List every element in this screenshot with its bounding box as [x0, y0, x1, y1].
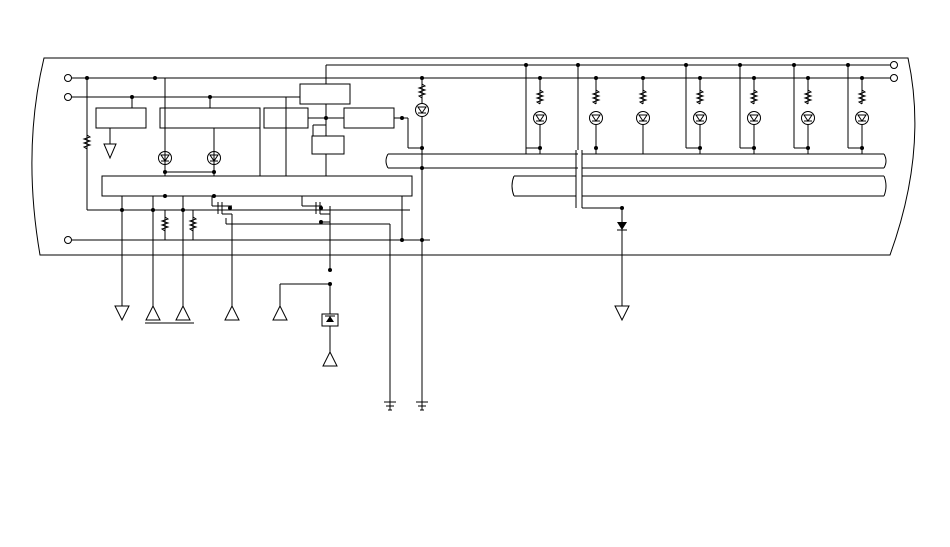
- junction-dot: [620, 206, 624, 210]
- junction-dot: [538, 76, 542, 80]
- junction-dot: [860, 76, 864, 80]
- module-box-2: [159, 107, 261, 129]
- junction-dot: [698, 76, 702, 80]
- junction-dot: [319, 206, 323, 210]
- junction-dot: [319, 220, 323, 224]
- driver-area: [121, 196, 391, 410]
- control-modules: [95, 83, 395, 155]
- terminal-left-3: [64, 236, 72, 244]
- arrow-up-icon: [272, 304, 288, 321]
- ground-symbols: [384, 401, 428, 411]
- module-box-1: [95, 107, 147, 129]
- junction-dot: [594, 146, 598, 150]
- diode-icon: [617, 222, 627, 230]
- right-diode: [617, 222, 627, 231]
- junction-dot: [153, 76, 157, 80]
- junction-dot: [594, 76, 598, 80]
- arrow-down-icon: [114, 305, 130, 322]
- module-box-5: [343, 107, 395, 129]
- lamps: [158, 78, 869, 172]
- connector-arrows: [103, 143, 630, 367]
- bus-bar-lower-left: [101, 175, 413, 197]
- resistor-icon: [188, 216, 198, 232]
- lamp-icon: [801, 111, 815, 125]
- arrow-up-icon: [145, 304, 161, 321]
- junction-dot: [538, 146, 542, 150]
- junction-dot: [420, 76, 424, 80]
- connector-terminals: [64, 61, 898, 244]
- arrow-down-icon: [614, 305, 630, 322]
- junction-dot: [400, 238, 404, 242]
- bus-bars: [101, 150, 887, 208]
- junction-dot: [324, 116, 328, 120]
- junction-dot: [328, 282, 332, 286]
- ground-icon: [416, 401, 428, 411]
- junction-dot: [738, 63, 742, 67]
- junction-dot: [328, 268, 332, 272]
- lamp-icon: [589, 111, 603, 125]
- ground-icon: [384, 401, 396, 411]
- junction-dot: [641, 76, 645, 80]
- module-box-4: [299, 83, 351, 105]
- resistors: [82, 83, 867, 232]
- junctions: [85, 63, 864, 286]
- arrow-up-icon: [175, 304, 191, 321]
- junction-dot: [212, 170, 216, 174]
- module-box-6: [311, 135, 345, 155]
- bus-bar-mid-right: [582, 153, 887, 169]
- junction-dot: [752, 76, 756, 80]
- lamp-icon: [855, 111, 869, 125]
- junction-dot: [420, 146, 424, 150]
- junction-dot: [860, 146, 864, 150]
- lamp-icon: [693, 111, 707, 125]
- junction-dot: [400, 116, 404, 120]
- junction-dot: [752, 146, 756, 150]
- junction-dot: [792, 63, 796, 67]
- junction-dot: [846, 63, 850, 67]
- arrow-up-icon: [224, 304, 240, 321]
- junction-dot: [120, 208, 124, 212]
- terminal-right-2: [890, 74, 898, 82]
- lamp-icon: [533, 111, 547, 125]
- junction-dot: [698, 146, 702, 150]
- resistor-icon: [160, 216, 170, 232]
- bus-bar-mid-left: [385, 153, 578, 169]
- junction-dot: [151, 208, 155, 212]
- junction-dot: [806, 76, 810, 80]
- junction-dot: [208, 95, 212, 99]
- junction-dot: [524, 63, 528, 67]
- terminal-left-2: [64, 93, 72, 101]
- lamp-icon: [415, 103, 429, 117]
- junction-dot: [85, 76, 89, 80]
- junction-dot: [806, 146, 810, 150]
- junction-dot: [420, 166, 424, 170]
- terminal-right-1: [890, 61, 898, 69]
- arrow-up-icon: [322, 350, 338, 367]
- junction-dot: [163, 170, 167, 174]
- junction-dot: [228, 206, 232, 210]
- lamp-icon: [747, 111, 761, 125]
- junction-dot: [212, 194, 216, 198]
- junction-dot: [181, 208, 185, 212]
- bus-bar-lower-right: [582, 175, 887, 197]
- right-wiring: [525, 65, 862, 306]
- diode-icon: [326, 316, 334, 322]
- junction-dot: [130, 95, 134, 99]
- bus-bar-lower-mid: [511, 175, 576, 197]
- terminal-left-1: [64, 74, 72, 82]
- junction-dot: [576, 63, 580, 67]
- harness-outline: [31, 57, 916, 256]
- diode-block: [321, 313, 339, 327]
- resistor-icon: [82, 134, 92, 150]
- arrow-down-icon: [103, 143, 117, 160]
- junction-dot: [684, 63, 688, 67]
- lamp-icon: [636, 111, 650, 125]
- junction-dot: [420, 238, 424, 242]
- junction-dot: [163, 194, 167, 198]
